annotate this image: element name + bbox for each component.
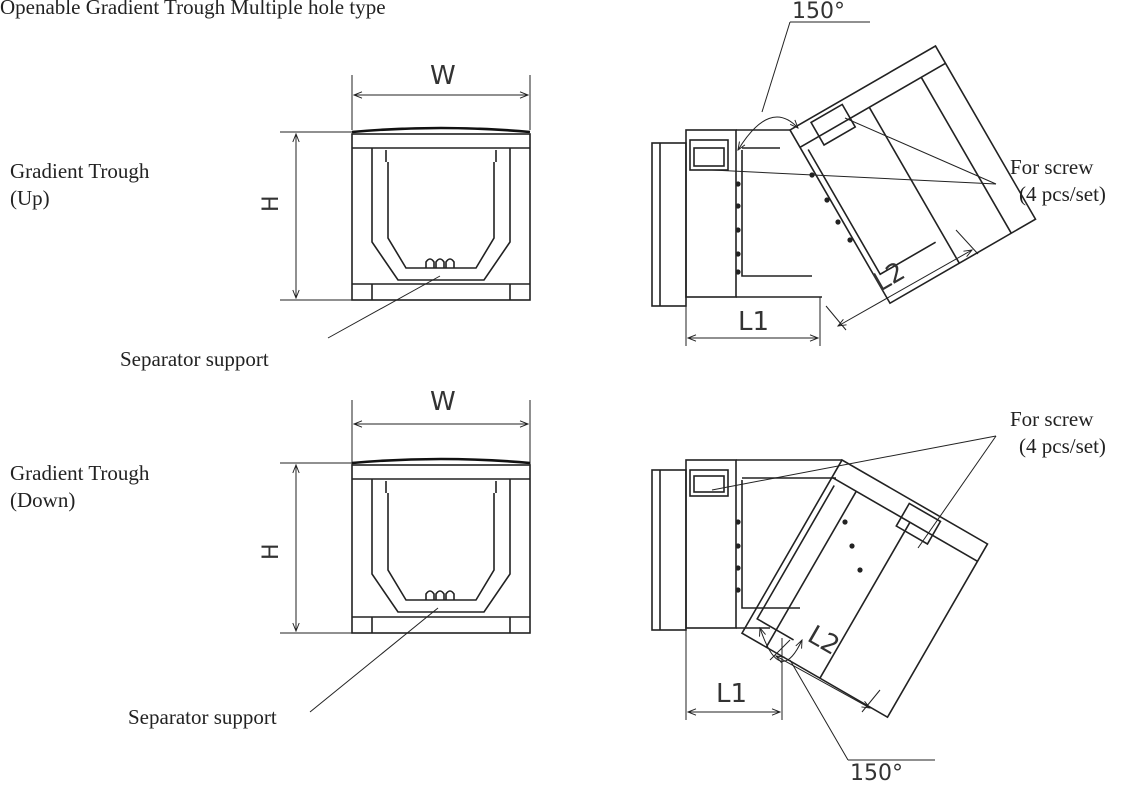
down-angle-dim: 150°: [850, 761, 903, 786]
down-screw-label-line1: For screw: [1010, 407, 1094, 431]
up-screw-label-line2: (4 pcs/set): [1019, 182, 1106, 206]
drawing-caption: Openable Gradient Trough Multiple hole t…: [0, 0, 386, 19]
up-screw-label-line1: For screw: [1010, 155, 1094, 179]
down-l1-dim: L1: [716, 679, 747, 709]
up-l1-dim: L1: [738, 307, 769, 337]
down-l2-dim: L2: [803, 620, 845, 661]
up-height-dim: H: [259, 195, 284, 212]
up-separator-label: Separator support: [120, 347, 269, 371]
up-title-line1: Gradient Trough: [10, 159, 150, 183]
up-angle-dim: 150°: [792, 0, 845, 24]
down-front-view: W H: [259, 387, 531, 713]
down-height-dim: H: [259, 543, 284, 560]
down-side-view: 150° L1 L2: [651, 435, 997, 786]
down-separator-label: Separator support: [128, 705, 277, 729]
down-title-line1: Gradient Trough: [10, 461, 150, 485]
down-width-dim: W: [430, 387, 456, 417]
up-side-view: 150° L1 L2: [651, 0, 1037, 346]
up-l2-dim: L2: [869, 257, 911, 298]
up-front-view: W H: [259, 61, 531, 339]
down-screw-label-line2: (4 pcs/set): [1019, 434, 1106, 458]
up-width-dim: W: [430, 61, 456, 91]
up-title-line2: (Up): [10, 186, 50, 210]
down-title-line2: (Down): [10, 488, 76, 512]
